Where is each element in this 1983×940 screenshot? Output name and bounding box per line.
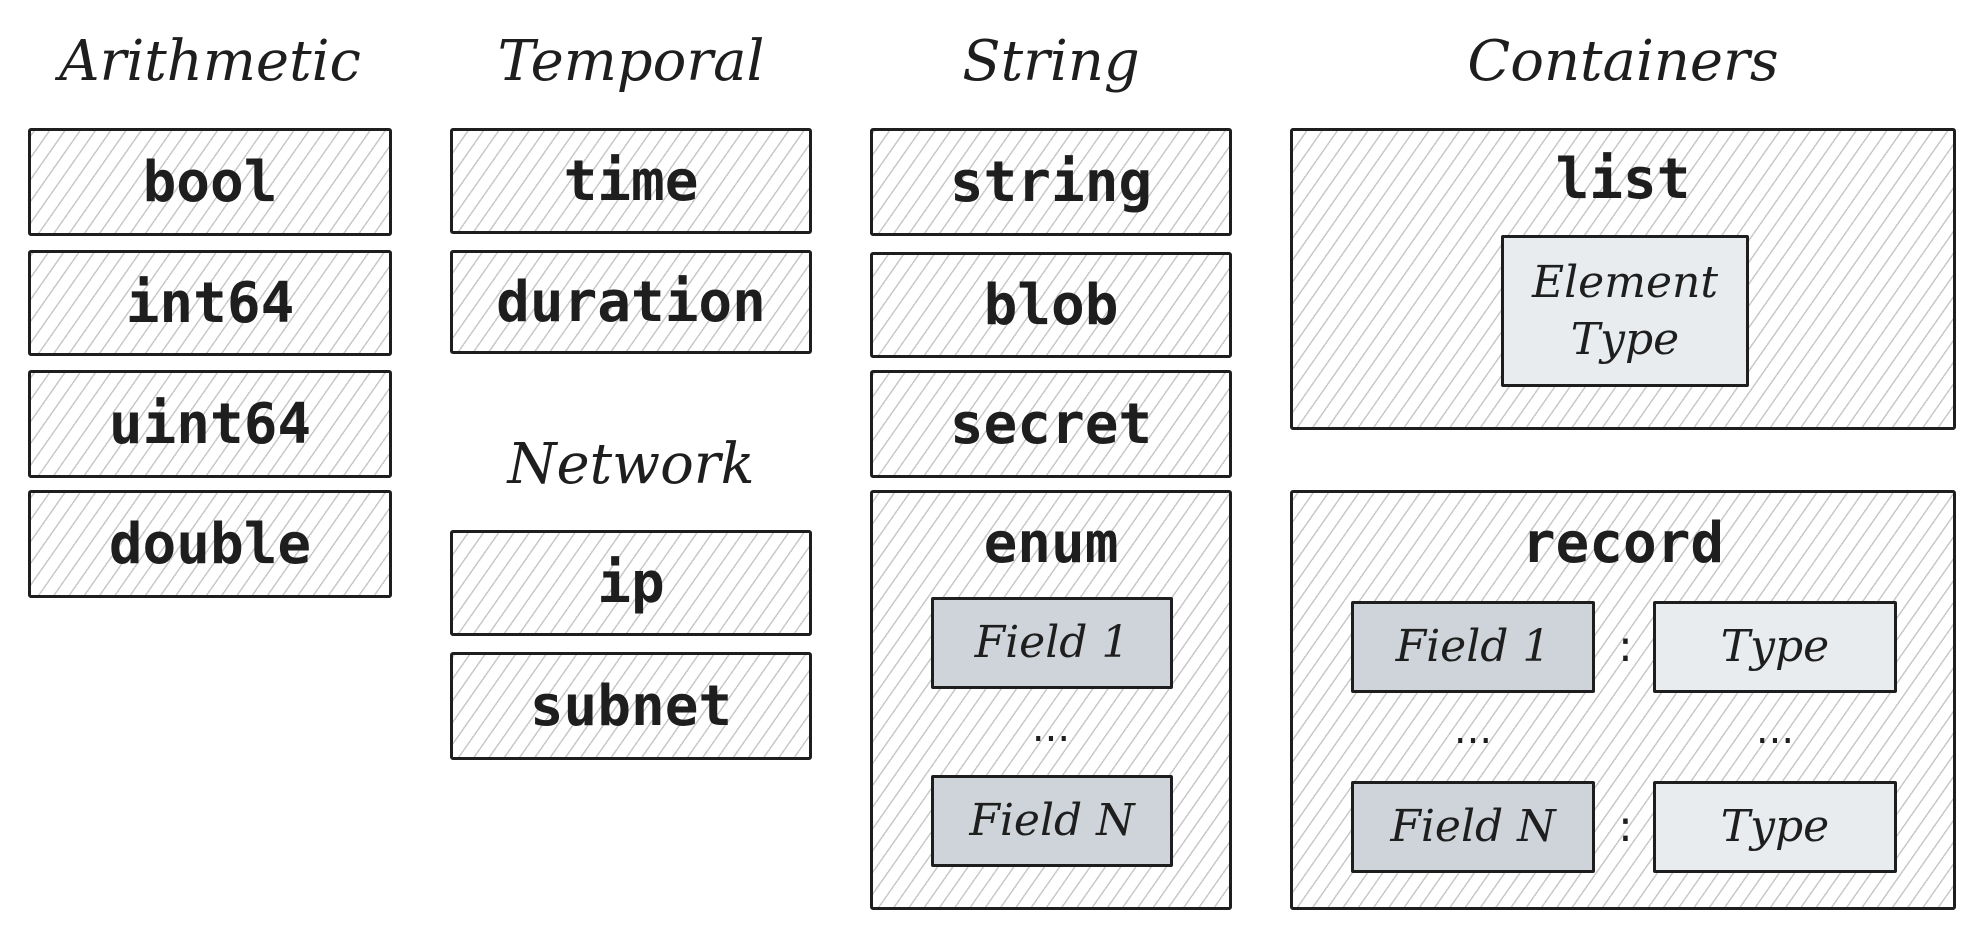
record-ellipsis-type: ... [1755, 707, 1795, 753]
type-box-blob: blob [870, 252, 1232, 358]
record-colon-first: : [1618, 621, 1633, 672]
type-box-ip: ip [450, 530, 812, 636]
record-type-first: Type [1653, 601, 1897, 693]
record-field-first: Field 1 [1351, 601, 1595, 693]
type-box-string: string [870, 128, 1232, 236]
heading-network: Network [507, 432, 755, 497]
type-box-duration: duration [450, 250, 812, 354]
record-field-last: Field N [1351, 781, 1595, 873]
record-type-last: Type [1653, 781, 1897, 873]
type-box-secret: secret [870, 370, 1232, 478]
enum-box: enum Field 1 ... Field N [870, 490, 1232, 910]
list-box: list Element Type [1290, 128, 1956, 430]
heading-temporal: Temporal [497, 29, 765, 94]
type-box-int64: int64 [28, 250, 392, 356]
list-element-type: Element Type [1501, 235, 1749, 387]
type-box-uint64: uint64 [28, 370, 392, 478]
enum-field-first: Field 1 [931, 597, 1173, 689]
type-box-bool: bool [28, 128, 392, 236]
type-box-double: double [28, 490, 392, 598]
record-title: record [1521, 511, 1725, 576]
heading-arithmetic: Arithmetic [59, 29, 361, 94]
type-box-time: time [450, 128, 812, 234]
enum-ellipsis: ... [1031, 705, 1071, 751]
enum-title: enum [983, 511, 1119, 576]
heading-string: String [962, 29, 1140, 94]
record-box: record Field 1 : Type ... ... Field N : … [1290, 490, 1956, 910]
enum-field-last: Field N [931, 775, 1173, 867]
heading-containers: Containers [1467, 29, 1779, 94]
record-ellipsis-field: ... [1453, 707, 1493, 753]
list-title: list [1555, 147, 1691, 212]
type-box-subnet: subnet [450, 652, 812, 760]
record-colon-last: : [1618, 801, 1633, 852]
